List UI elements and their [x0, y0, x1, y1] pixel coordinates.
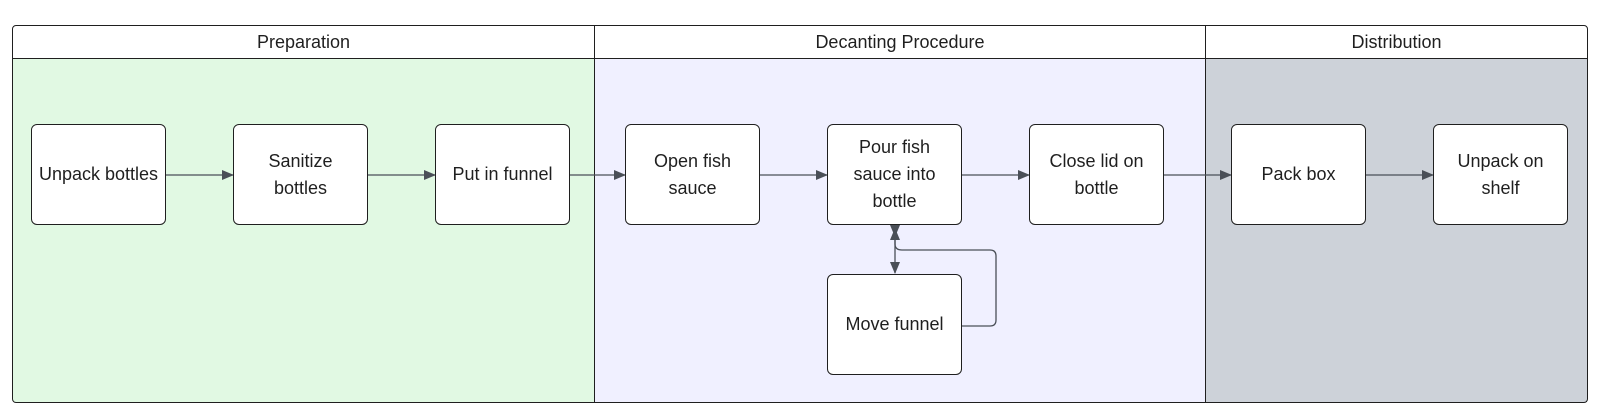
- node-unpack-on-shelf[interactable]: Unpack on shelf: [1433, 124, 1568, 225]
- node-unpack-bottles[interactable]: Unpack bottles: [31, 124, 166, 225]
- node-put-in-funnel[interactable]: Put in funnel: [435, 124, 570, 225]
- node-close-lid[interactable]: Close lid on bottle: [1029, 124, 1164, 225]
- node-open-fish-sauce[interactable]: Open fish sauce: [625, 124, 760, 225]
- node-pour-fish-sauce[interactable]: Pour fish sauce into bottle: [827, 124, 962, 225]
- node-move-funnel[interactable]: Move funnel: [827, 274, 962, 375]
- lane-preparation: [12, 59, 595, 403]
- node-pack-box[interactable]: Pack box: [1231, 124, 1366, 225]
- lane-distribution: [1205, 59, 1588, 403]
- node-sanitize-bottles[interactable]: Sanitize bottles: [233, 124, 368, 225]
- lane-header-decanting-procedure: Decanting Procedure: [594, 25, 1206, 59]
- lane-header-distribution: Distribution: [1205, 25, 1588, 59]
- lane-header-preparation: Preparation: [12, 25, 595, 59]
